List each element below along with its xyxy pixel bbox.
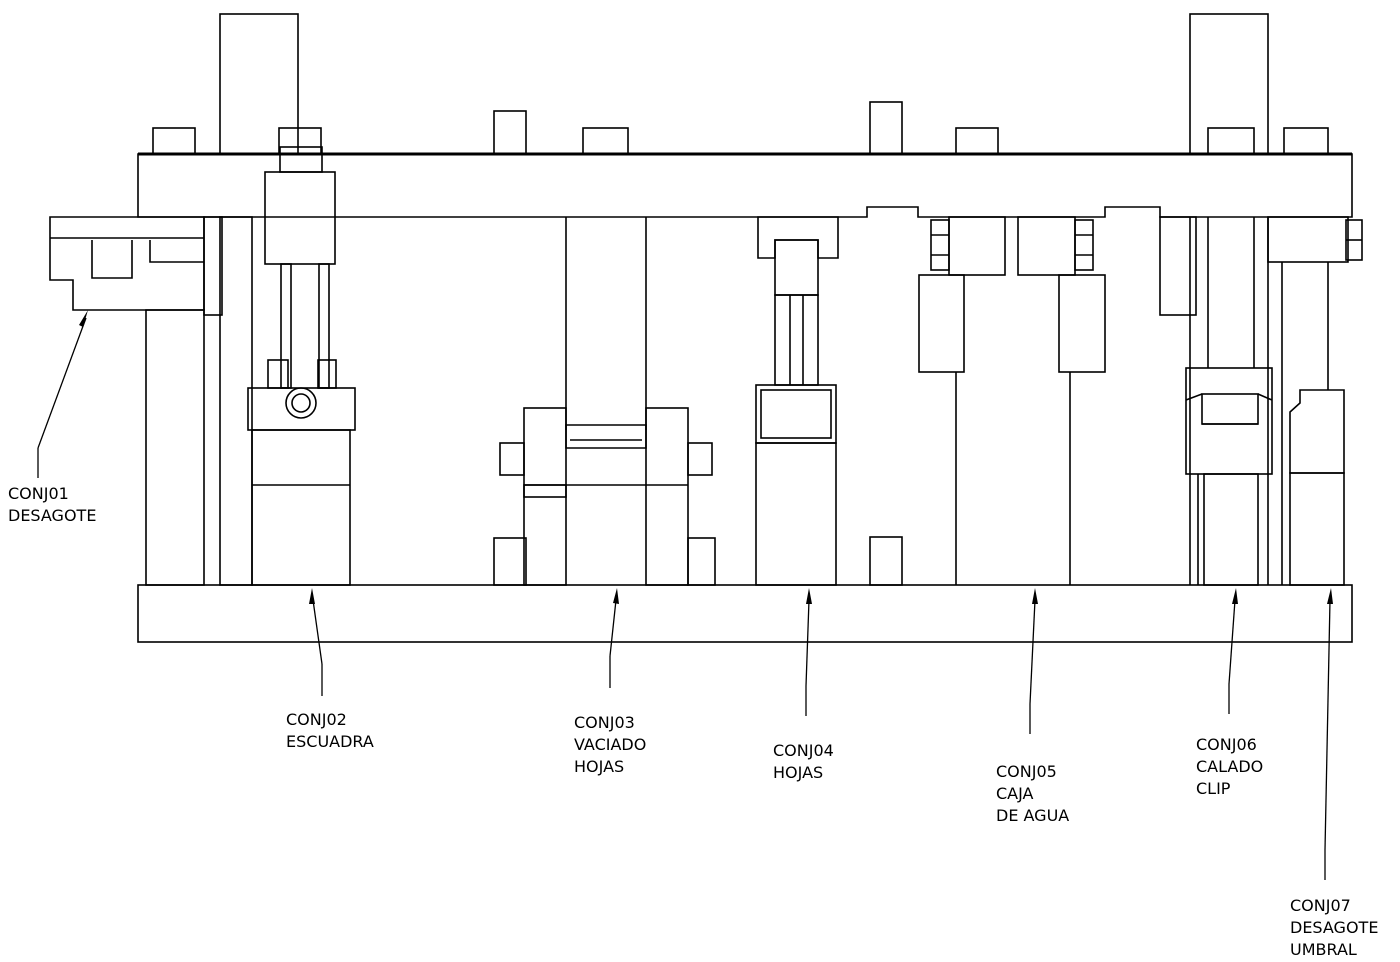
conj01-assembly	[49, 216, 253, 586]
callout-conj03-line1: CONJ03	[574, 713, 635, 732]
conj03-assembly	[493, 217, 716, 586]
callout-conj07-line1: CONJ07	[1290, 896, 1351, 915]
callout-conj05: CONJ05 CAJA DE AGUA	[996, 761, 1069, 827]
base-plate	[137, 584, 1353, 643]
callout-conj02: CONJ02 ESCUADRA	[286, 709, 374, 753]
callout-conj04-line2: HOJAS	[773, 763, 824, 782]
callout-conj03-line2: VACIADO	[574, 735, 647, 754]
top-plate	[137, 153, 1353, 218]
conj05-assembly	[918, 216, 1106, 585]
callout-conj06-line2: CALADO	[1196, 757, 1264, 776]
conj07-assembly	[1267, 216, 1363, 586]
conj06-assembly	[1159, 216, 1273, 586]
callout-conj02-line2: ESCUADRA	[286, 732, 374, 751]
leader-lines	[37, 310, 1333, 880]
callout-conj06-line1: CONJ06	[1196, 735, 1257, 754]
callout-conj01-line2: DESAGOTE	[8, 506, 97, 525]
callout-conj06-line3: CLIP	[1196, 779, 1231, 798]
callout-conj07: CONJ07 DESAGOTE UMBRAL	[1290, 895, 1378, 961]
callout-conj03: CONJ03 VACIADO HOJAS	[574, 712, 646, 778]
callout-conj01-line1: CONJ01	[8, 484, 69, 503]
callout-conj05-line3: DE AGUA	[996, 806, 1070, 825]
conj04-assembly	[755, 216, 903, 586]
callout-conj07-line2: DESAGOTE	[1290, 918, 1379, 937]
callout-conj04: CONJ04 HOJAS	[773, 740, 834, 784]
callout-conj05-line1: CONJ05	[996, 762, 1057, 781]
callout-conj07-line3: UMBRAL	[1290, 940, 1357, 959]
callout-conj01: CONJ01 DESAGOTE	[8, 483, 96, 527]
callout-conj03-line3: HOJAS	[574, 757, 625, 776]
conj02-assembly	[247, 146, 356, 586]
callout-conj02-line1: CONJ02	[286, 710, 347, 729]
callout-conj06: CONJ06 CALADO CLIP	[1196, 734, 1263, 800]
top-bosses	[152, 13, 1329, 155]
callout-conj04-line1: CONJ04	[773, 741, 834, 760]
callout-conj05-line2: CAJA	[996, 784, 1034, 803]
